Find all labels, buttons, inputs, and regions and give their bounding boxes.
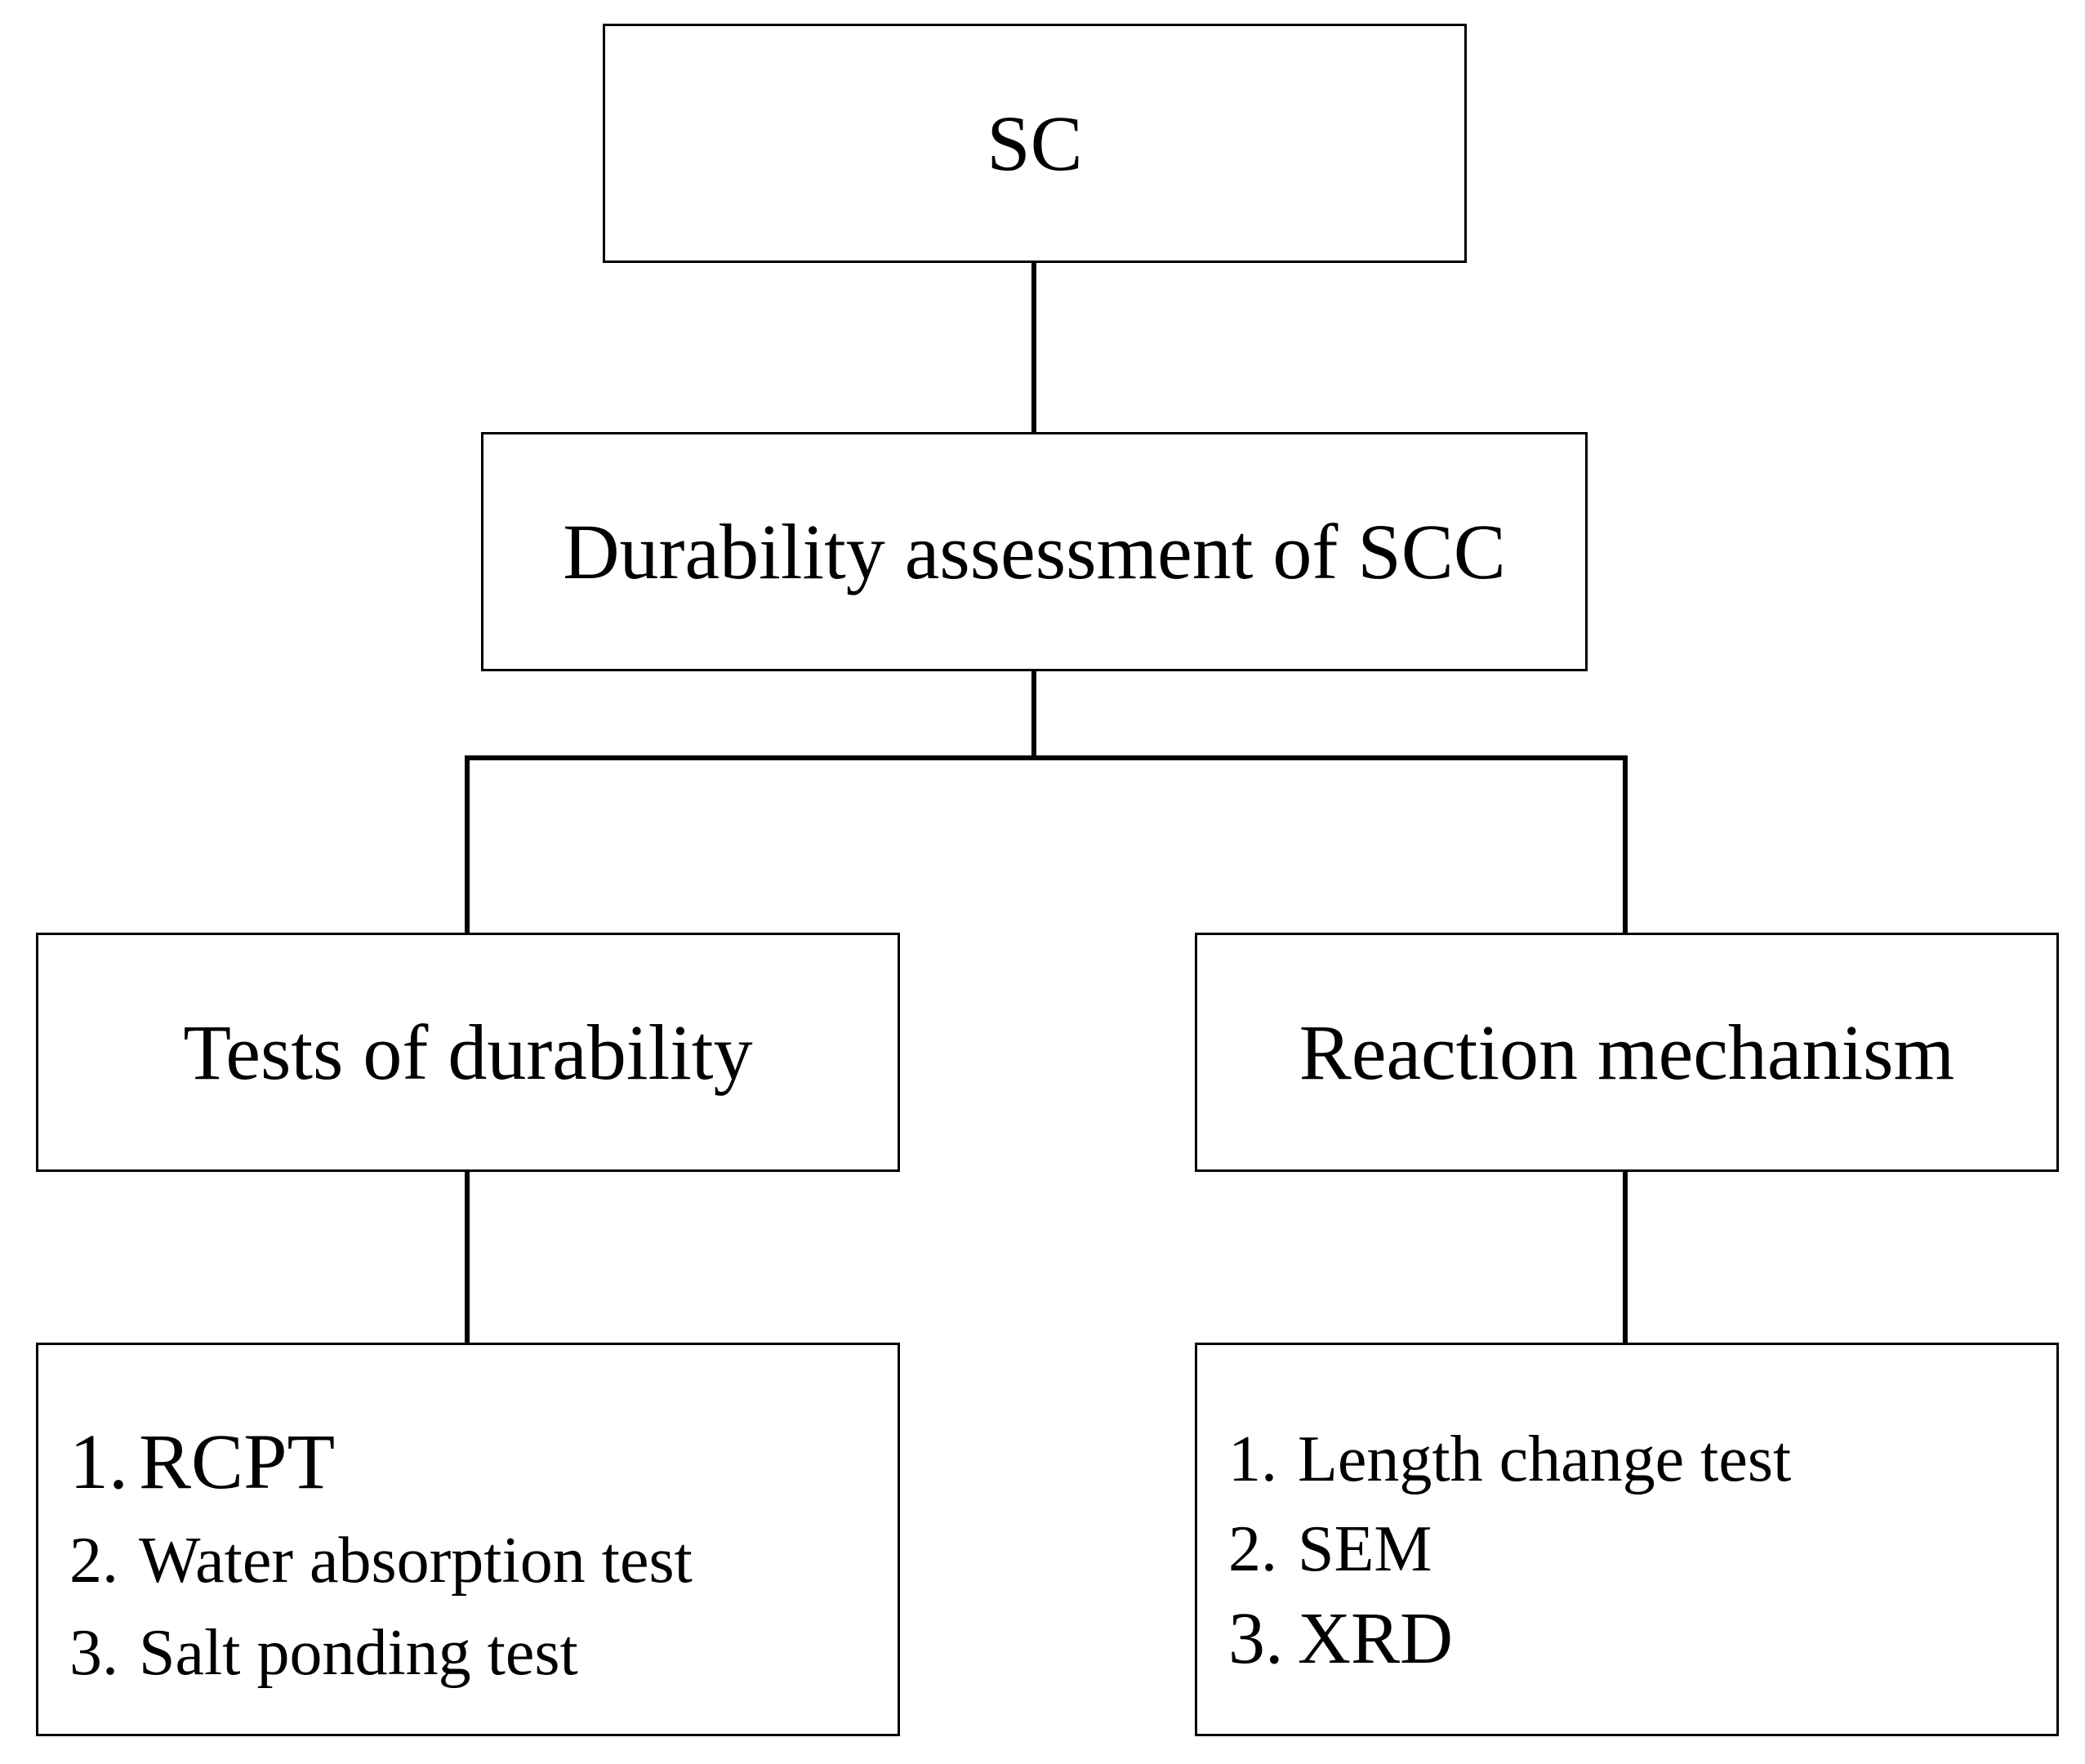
tests-node: Tests of durability bbox=[36, 933, 900, 1172]
tests-item-label: Water absorption test bbox=[139, 1525, 693, 1597]
mechanism-list-item: 1. Length change test bbox=[1228, 1427, 1791, 1492]
tests-node-label: Tests of durability bbox=[183, 1008, 753, 1096]
mechanism-list-item: 2. SEM bbox=[1228, 1517, 1791, 1582]
root-node: SC bbox=[603, 24, 1467, 263]
tests-list-item: 1. RCPT bbox=[69, 1423, 693, 1501]
tests-list-box: 1. RCPT 2. Water absorption test 3. Salt… bbox=[36, 1343, 900, 1736]
tests-item-number: 3. bbox=[69, 1617, 118, 1689]
connector-branch-horizontal bbox=[465, 755, 1628, 935]
mechanism-item-label: Length change test bbox=[1298, 1423, 1792, 1495]
mechanism-list: 1. Length change test 2. SEM 3. XRD bbox=[1228, 1427, 1791, 1676]
root-node-label: SC bbox=[987, 99, 1083, 187]
mechanism-node: Reaction mechanism bbox=[1195, 933, 2059, 1172]
tests-item-label: Salt ponding test bbox=[139, 1617, 578, 1689]
mechanism-list-item: 3. XRD bbox=[1228, 1602, 1791, 1676]
assessment-node: Durability assessment of SCC bbox=[481, 432, 1588, 671]
mechanism-item-number: 2. bbox=[1228, 1513, 1277, 1585]
mechanism-item-label: XRD bbox=[1298, 1598, 1454, 1679]
mechanism-item-label: SEM bbox=[1298, 1513, 1432, 1585]
tests-list-item: 3. Salt ponding test bbox=[69, 1620, 693, 1686]
tests-item-label: RCPT bbox=[139, 1418, 336, 1505]
assessment-node-label: Durability assessment of SCC bbox=[563, 507, 1506, 595]
mechanism-item-number: 3. bbox=[1228, 1598, 1284, 1679]
mechanism-node-label: Reaction mechanism bbox=[1299, 1008, 1955, 1096]
tests-list-item: 2. Water absorption test bbox=[69, 1528, 693, 1593]
mechanism-list-box: 1. Length change test 2. SEM 3. XRD bbox=[1195, 1343, 2059, 1736]
tests-list: 1. RCPT 2. Water absorption test 3. Salt… bbox=[69, 1423, 693, 1686]
tests-item-number: 2. bbox=[69, 1525, 118, 1597]
tests-item-number: 1. bbox=[69, 1418, 128, 1505]
mechanism-item-number: 1. bbox=[1228, 1423, 1277, 1495]
